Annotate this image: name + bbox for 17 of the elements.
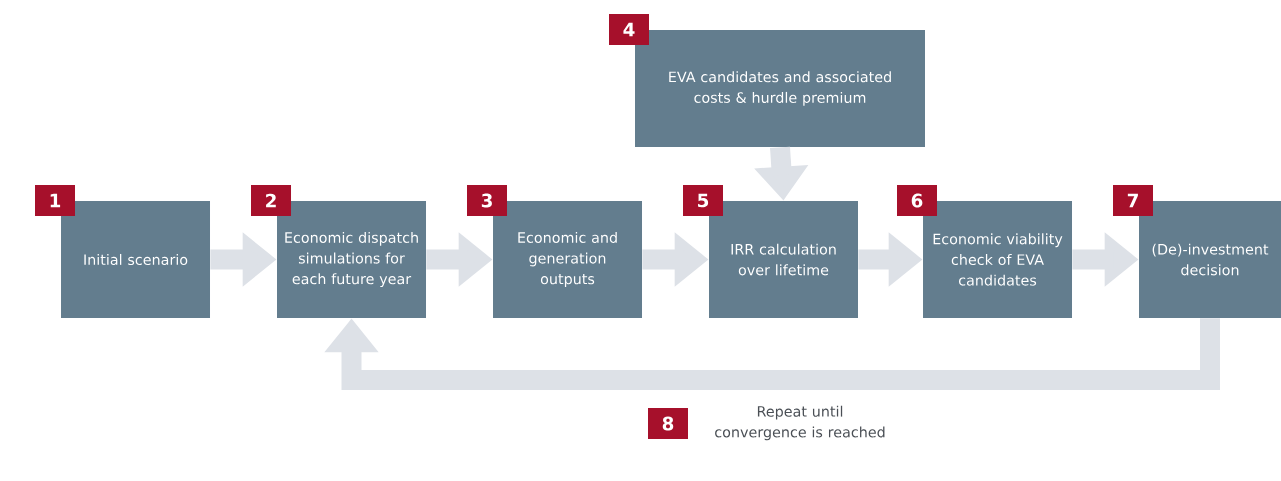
process-box: Economic dispatch simulations for each future year 2 bbox=[251, 185, 426, 318]
process-box: EVA candidates and associated costs & hurdle premium 4 bbox=[609, 14, 925, 147]
node-label: 4 bbox=[623, 22, 635, 37]
process-box: Initial scenario 1 bbox=[35, 185, 210, 318]
callout-number: 8 bbox=[648, 408, 688, 439]
node-label: 1 bbox=[50, 193, 61, 208]
node-label: 3 bbox=[481, 193, 492, 208]
node-label: 2 bbox=[266, 193, 276, 208]
process-box: Economic and generation outputs 3 bbox=[467, 185, 642, 318]
node-label: 5 bbox=[698, 193, 709, 208]
arrow bbox=[324, 318, 1220, 390]
edge-label: Repeat until convergence is reached bbox=[715, 405, 885, 441]
node-label: 7 bbox=[1127, 193, 1138, 208]
node-label: 6 bbox=[911, 193, 923, 208]
process-box: IRR calculation over lifetime 5 bbox=[683, 185, 858, 318]
process-box: (De)-investment decision 7 bbox=[1113, 185, 1281, 318]
process-box: Economic viability check of EVA candidates 6 bbox=[897, 185, 1072, 318]
